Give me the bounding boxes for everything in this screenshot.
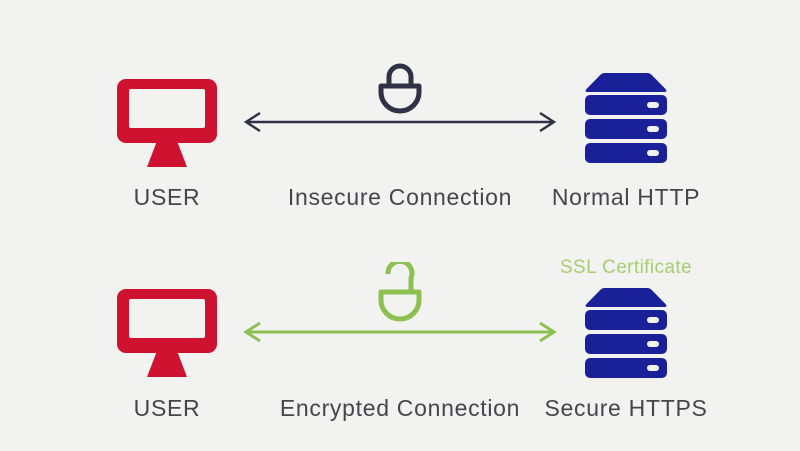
server-label: Normal HTTP (551, 184, 701, 210)
user-computer-icon (117, 289, 217, 377)
https-server-icon (585, 288, 667, 378)
padlock-open-icon (378, 262, 422, 322)
connection-label: Insecure Connection (287, 184, 513, 210)
encrypted-connection-arrow (243, 321, 557, 343)
insecure-connection-arrow (243, 111, 557, 133)
user-label: USER (133, 184, 201, 210)
http-server-icon (585, 73, 667, 163)
user-label: USER (133, 395, 201, 421)
server-label: Secure HTTPS (544, 395, 708, 421)
padlock-closed-icon (378, 63, 422, 114)
ssl-certificate-label: SSL Certificate (559, 257, 692, 278)
connection-label: Encrypted Connection (279, 395, 521, 421)
user-computer-icon (117, 79, 217, 167)
